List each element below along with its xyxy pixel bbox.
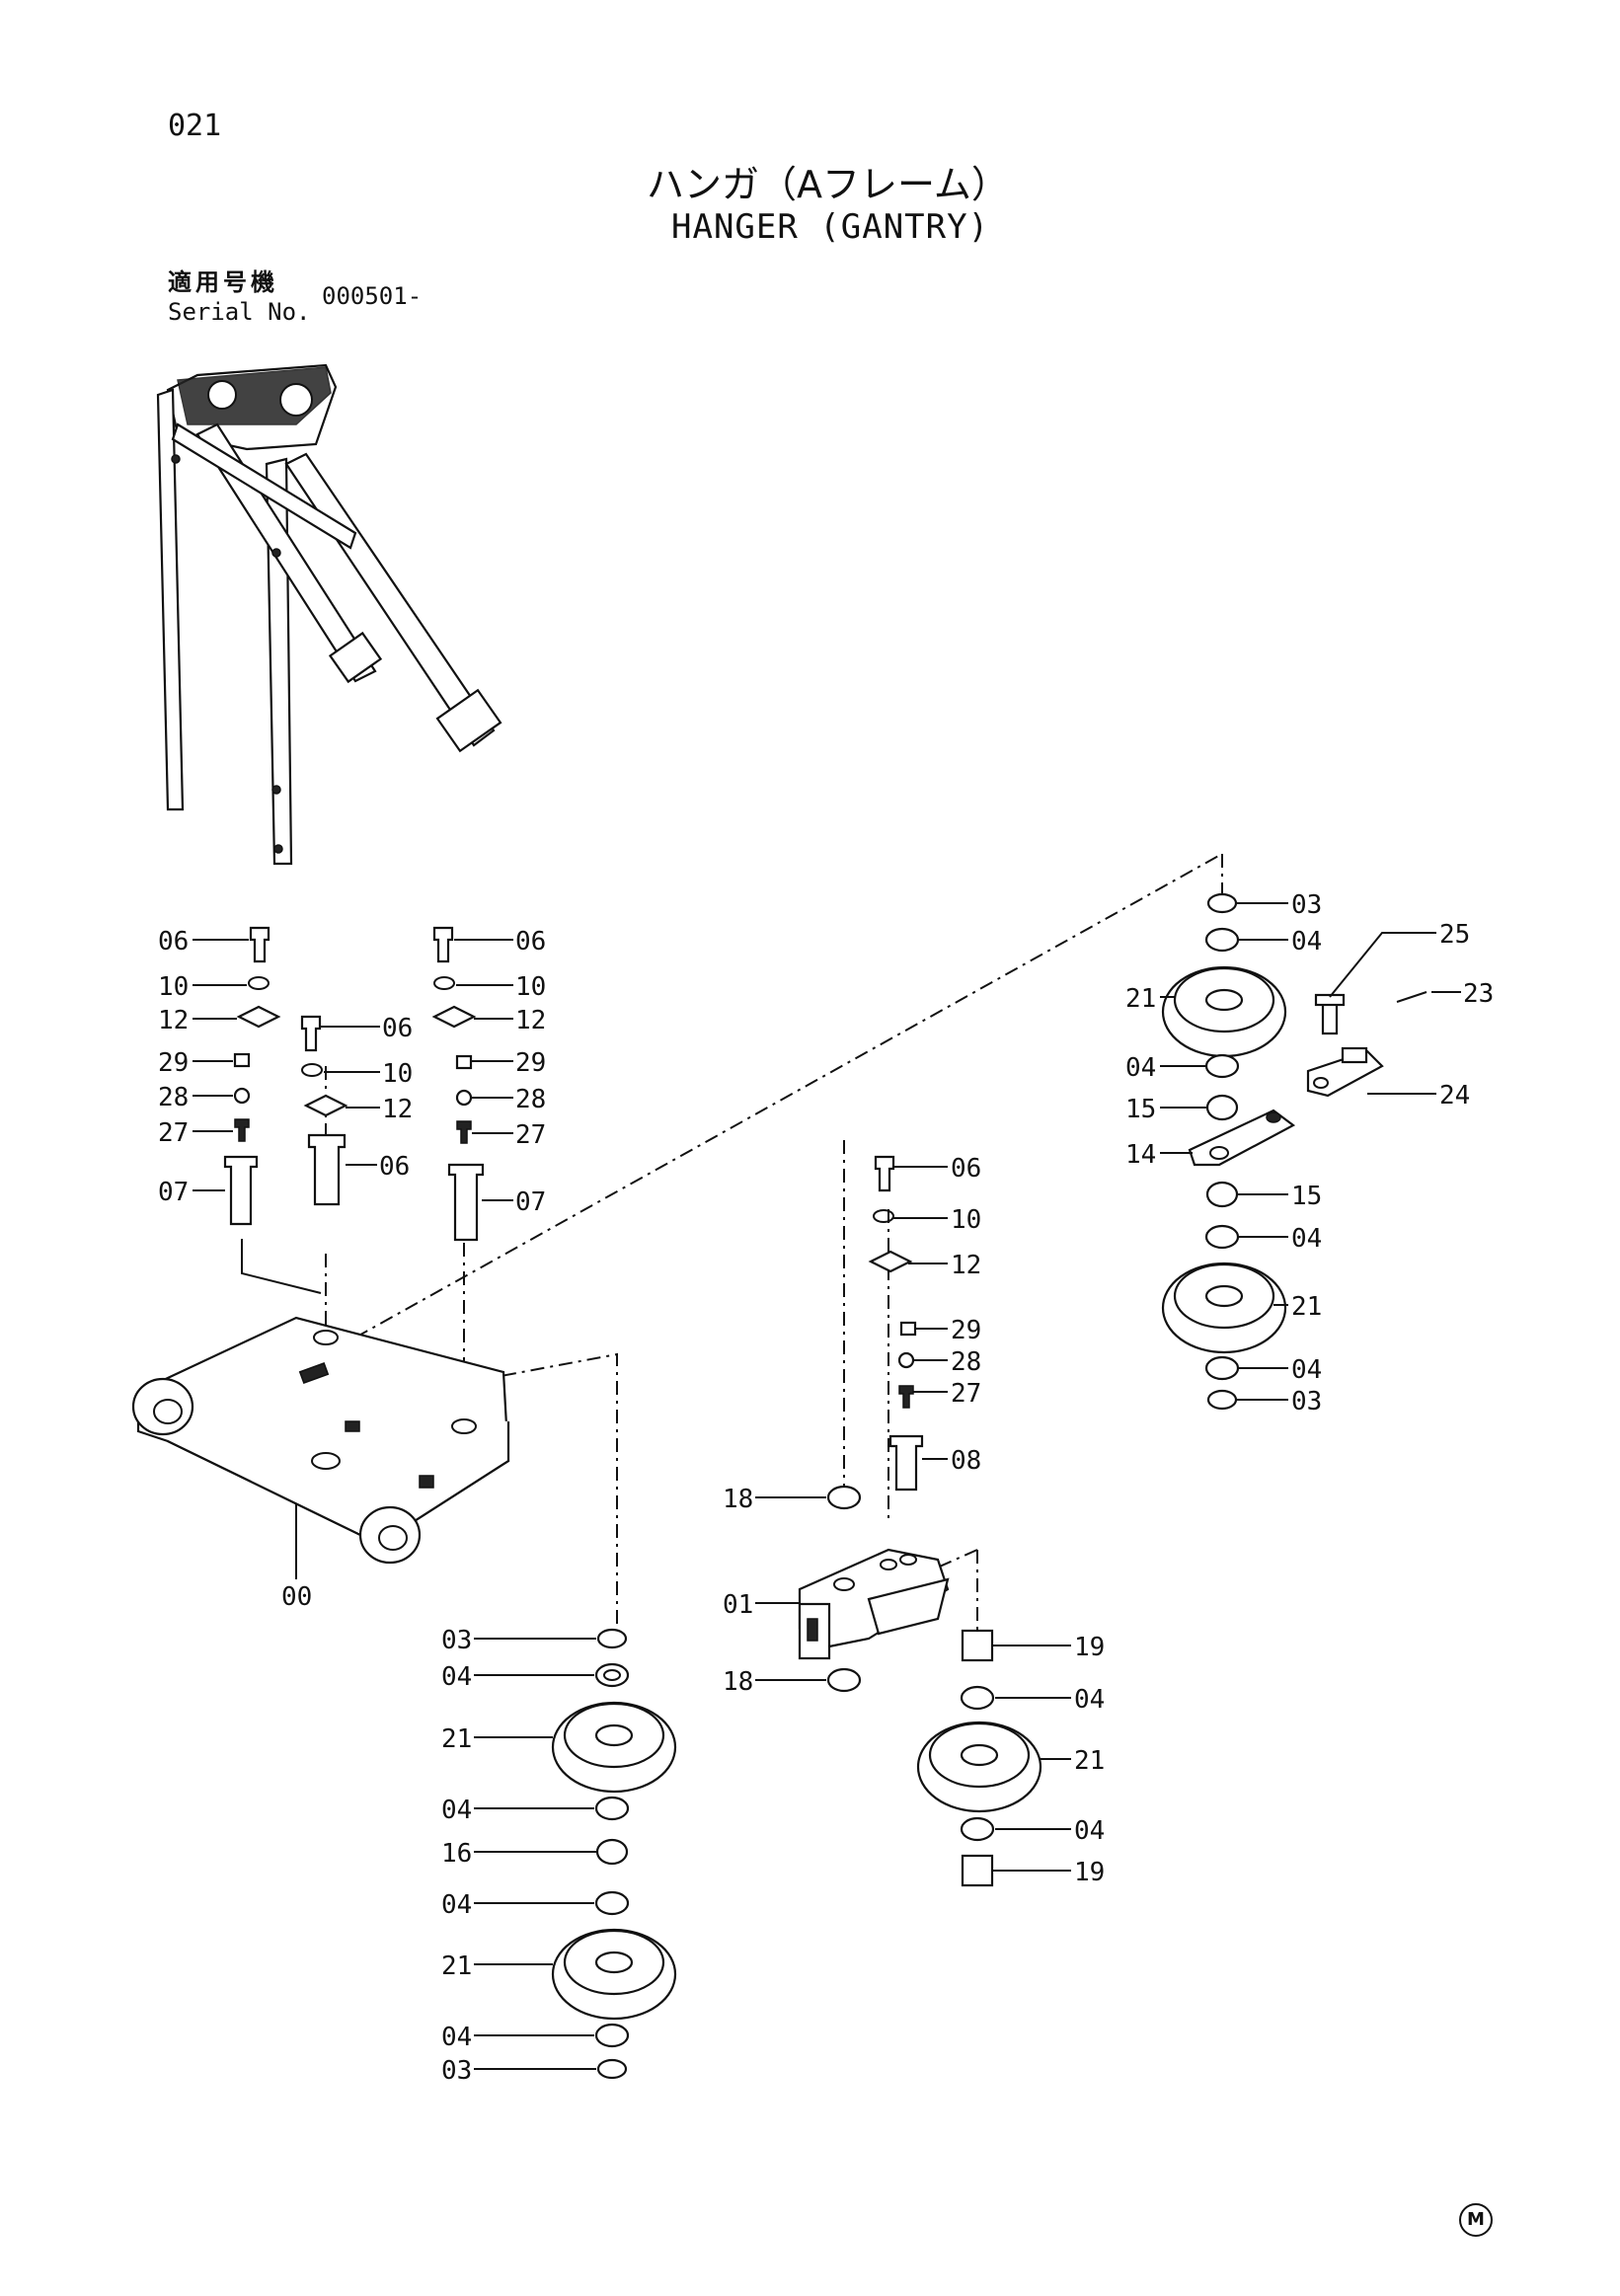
title-japanese: ハンガ（Aフレーム）	[647, 163, 1009, 206]
callout-21-b: 21	[441, 1952, 472, 1981]
manufacturer-mark: M	[1459, 2203, 1493, 2237]
callout-27-a: 27	[158, 1118, 189, 1148]
callout-07-a: 07	[158, 1178, 189, 1207]
callout-08: 08	[951, 1446, 981, 1476]
serial-value: 000501-	[322, 282, 423, 310]
callout-29-b: 29	[515, 1048, 546, 1078]
callout-10-a: 10	[158, 972, 189, 1002]
callout-03-d: 03	[1291, 1387, 1322, 1416]
callout-28-a: 28	[158, 1083, 189, 1112]
callout-09-a: 06	[158, 927, 189, 957]
callout-04-i: 04	[1291, 1224, 1322, 1254]
callout-leaders	[193, 902, 1461, 2070]
callout-21-e: 21	[1291, 1292, 1322, 1322]
callout-23: 23	[1463, 979, 1494, 1009]
callout-04-a: 04	[441, 1662, 472, 1692]
callout-01: 01	[723, 1590, 753, 1620]
callout-18-b: 18	[723, 1667, 753, 1697]
callout-labels: 06 10 12 29 28 27 07 06 10 12 29 28 27 0…	[158, 890, 1494, 2086]
sheave-stack-center	[826, 1485, 1042, 1887]
serial-label-japanese: 適用号機	[168, 268, 278, 296]
callout-19-a: 19	[1074, 1633, 1105, 1662]
sheave-stack-left	[551, 1628, 677, 2080]
callout-00: 00	[281, 1582, 312, 1612]
link-block-part-24	[1306, 1046, 1384, 1098]
callout-12-c: 12	[382, 1095, 413, 1124]
title-english: HANGER (GANTRY)	[671, 207, 990, 247]
callout-16: 16	[441, 1839, 472, 1869]
callout-27-b: 27	[515, 1120, 546, 1150]
callout-18-a: 18	[723, 1485, 753, 1514]
callout-06: 06	[379, 1152, 410, 1182]
callout-07-b: 07	[515, 1187, 546, 1217]
callout-15-a: 15	[1125, 1095, 1156, 1124]
callout-28-d: 28	[951, 1347, 981, 1377]
callout-15-b: 15	[1291, 1182, 1322, 1211]
callout-09-d: 06	[951, 1154, 981, 1184]
sheave-stack-right-top	[1161, 892, 1287, 1411]
page-number: 021	[168, 109, 222, 143]
callout-03-c: 03	[1291, 890, 1322, 920]
callout-04-g: 04	[1291, 927, 1322, 957]
bracket-part-01	[798, 1548, 950, 1660]
callout-04-c: 04	[441, 1890, 472, 1920]
callout-19-b: 19	[1074, 1858, 1105, 1887]
callout-12-a: 12	[158, 1006, 189, 1035]
callout-10-c: 10	[382, 1059, 413, 1089]
callout-29-a: 29	[158, 1048, 189, 1078]
callout-04-j: 04	[1291, 1355, 1322, 1385]
callout-04-e: 04	[1074, 1685, 1105, 1715]
serial-label-english: Serial No.	[168, 298, 311, 326]
callout-27-d: 27	[951, 1379, 981, 1409]
callout-10-d: 10	[951, 1205, 981, 1235]
callout-28-b: 28	[515, 1085, 546, 1114]
callout-25: 25	[1439, 920, 1470, 950]
callout-09-c: 06	[382, 1014, 413, 1043]
callout-24: 24	[1439, 1081, 1470, 1110]
small-hardware-parts	[223, 926, 1427, 1492]
callout-21-d: 21	[1125, 984, 1156, 1014]
hanger-frame-part-00	[131, 1316, 510, 1565]
callout-14: 14	[1125, 1140, 1156, 1170]
callout-21-a: 21	[441, 1724, 472, 1754]
callout-04-h: 04	[1125, 1053, 1156, 1083]
link-plate-part-14	[1188, 1109, 1296, 1167]
callout-12-d: 12	[951, 1251, 981, 1280]
callout-21-c: 21	[1074, 1746, 1105, 1776]
callout-04-f: 04	[1074, 1816, 1105, 1846]
callout-10-b: 10	[515, 972, 546, 1002]
callout-04-b: 04	[441, 1796, 472, 1825]
gantry-overview-illustration	[156, 363, 502, 866]
callout-04-d: 04	[441, 2023, 472, 2052]
callout-12-b: 12	[515, 1006, 546, 1035]
callout-03-b: 03	[441, 2056, 472, 2086]
callout-29-d: 29	[951, 1316, 981, 1345]
callout-09-b: 06	[515, 927, 546, 957]
callout-03-a: 03	[441, 1626, 472, 1655]
